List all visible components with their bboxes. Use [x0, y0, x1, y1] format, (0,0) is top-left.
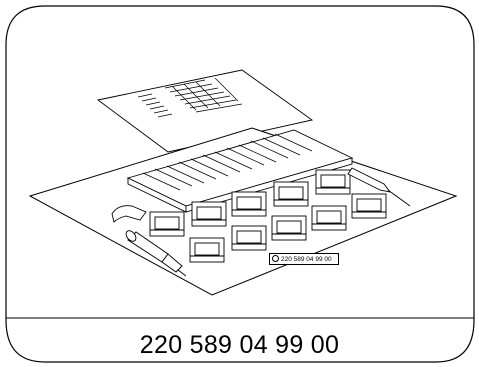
connector-icon [311, 205, 347, 231]
part-label: 220 589 04 99 00 [269, 253, 339, 265]
registered-icon [272, 254, 279, 262]
connector-icon [149, 211, 185, 237]
connector-icon [351, 193, 387, 219]
part-label-text: 220 589 04 99 00 [281, 256, 332, 263]
part-number-caption: 220 589 04 99 00 [139, 331, 340, 359]
connector-icon [191, 201, 227, 227]
frame-border [5, 5, 475, 363]
connector-icon [273, 181, 309, 207]
connector-icon [231, 225, 267, 251]
screwdriver-icon [347, 167, 411, 207]
probe-icon [125, 230, 187, 277]
connector-icon [231, 191, 267, 217]
connector-icon [271, 215, 307, 241]
connector-icon [315, 169, 351, 195]
key-clip-icon [111, 205, 147, 223]
connector-group [149, 169, 387, 263]
connector-icon [189, 237, 225, 263]
fuse-tray-icon [126, 129, 354, 213]
